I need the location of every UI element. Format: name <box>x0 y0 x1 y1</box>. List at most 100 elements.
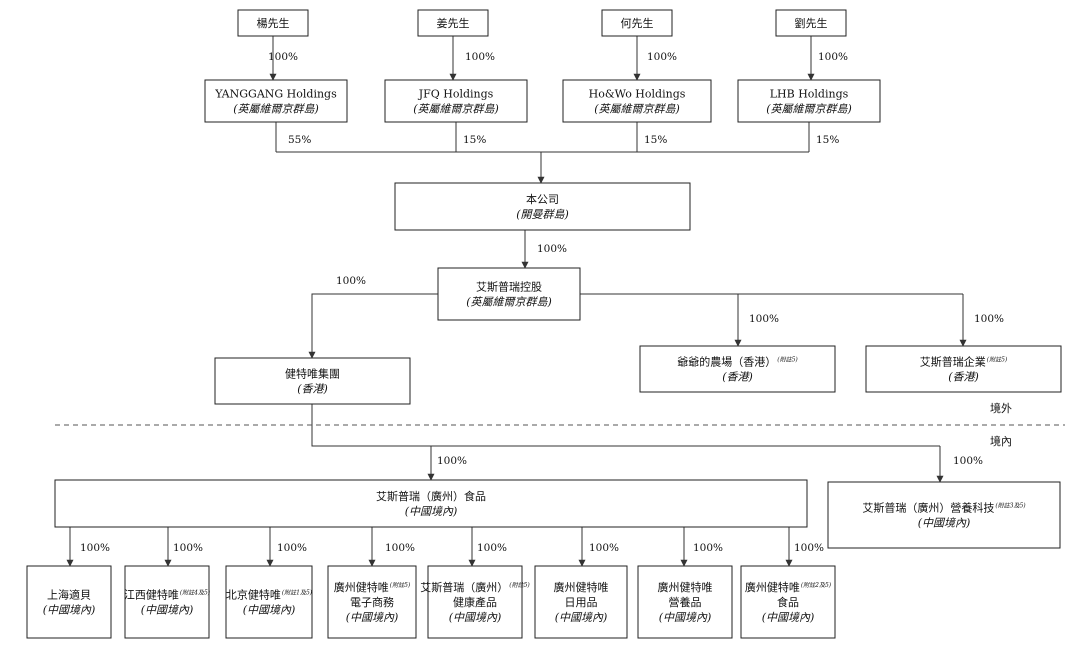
footnote-ref: (附註1及5) <box>282 589 313 597</box>
entity-jurisdiction: (中國境內) <box>346 611 399 624</box>
entity-name-line: LHB Holdings <box>770 88 849 101</box>
entity-jiangxi-jtw: 江西健特唯(附註4及5) (中國境內) <box>124 565 211 639</box>
entity-aspr-gz-nutrition-tech: 艾斯普瑞（廣州）營養科技(附註3及5) (中國境內) <box>827 481 1061 549</box>
entity-box <box>237 9 309 37</box>
ownership-percentage: 100% <box>818 51 848 63</box>
ownership-percentage: 100% <box>437 455 467 467</box>
entity-box <box>124 565 210 639</box>
entity-yeye-farm-hk: 爺爺的農場（香港）(附註5)(香港) <box>639 345 836 393</box>
ownership-percentage: 100% <box>693 542 723 554</box>
entity-jurisdiction: (香港) <box>948 371 979 384</box>
entity-aspr-gz-food: 艾斯普瑞（廣州）食品(中國境內) <box>54 479 808 528</box>
entity-shanghai-shibei: 上海適貝(中國境內) <box>26 565 112 639</box>
footnote-ref: (附註2及5) <box>801 581 832 589</box>
entity-jurisdiction: (英屬維爾京群島) <box>413 103 499 116</box>
entity-name-line: 江西健特唯 <box>124 588 179 602</box>
entity-name-line: 日用品 <box>565 596 598 609</box>
entity-name-line: 健康產品 <box>453 595 497 609</box>
entity-jurisdiction: (中國境內) <box>918 517 971 530</box>
ownership-percentage: 100% <box>953 455 983 467</box>
entity-name-line: 艾斯普瑞（廣州）營養科技 <box>862 501 994 515</box>
entity-name-line: 廣州健特唯 <box>658 580 713 594</box>
entity-box <box>54 479 808 528</box>
entity-box <box>639 345 836 393</box>
entity-shareholder-yang: 楊先生 <box>237 9 309 37</box>
entity-jurisdiction: (中國境內) <box>762 611 815 624</box>
entity-name-line: 艾斯普瑞（廣州）食品 <box>376 489 486 503</box>
entity-name-line: 何先生 <box>621 16 654 30</box>
entity-box <box>637 565 733 639</box>
entity-shareholder-he: 何先生 <box>601 9 673 37</box>
entity-box <box>327 565 417 639</box>
entity-jurisdiction: (開曼群島) <box>516 208 569 221</box>
entity-aspr-holding-bvi: 艾斯普瑞控股(英屬維爾京群島) <box>437 267 581 321</box>
footnote-ref: (附註5) <box>987 356 1008 364</box>
entity-jtw-group-hk: 健特唯集團(香港) <box>214 357 411 405</box>
entity-name-line: 艾斯普瑞（廣州） <box>420 580 508 594</box>
entity-box <box>865 345 1062 393</box>
entity-jurisdiction: (中國境內) <box>555 611 608 624</box>
entity-name-line: 艾斯普瑞控股 <box>476 280 542 294</box>
footnote-ref: (附註4及5) <box>180 589 211 597</box>
entity-name-line: 廣州健特唯 <box>554 580 609 594</box>
entity-box <box>437 267 581 321</box>
connector-lines <box>66 36 967 567</box>
footnote-ref: (附註5) <box>509 581 530 589</box>
entity-jurisdiction: (中國境內) <box>659 611 712 624</box>
footnote-ref: (附註5) <box>390 581 411 589</box>
entity-box <box>740 565 836 639</box>
entity-shareholder-jiang: 姜先生 <box>417 9 489 37</box>
entity-name-line: 健特唯集團 <box>285 367 340 381</box>
footnote-ref: (附註3及5) <box>995 502 1026 510</box>
entity-box <box>775 9 847 37</box>
entity-jurisdiction: (英屬維爾京群島) <box>766 103 852 116</box>
ownership-percentage: 100% <box>537 243 567 255</box>
ownership-percentage: 100% <box>465 51 495 63</box>
percentage-labels: 100%100%100%100%55%15%15%15%100%100%100%… <box>80 51 1004 554</box>
entity-jurisdiction: (中國境內) <box>43 604 96 617</box>
entity-box <box>534 565 628 639</box>
ownership-percentage: 100% <box>336 275 366 287</box>
entity-name-line: 楊先生 <box>257 16 290 30</box>
entity-name-line: 姜先生 <box>437 16 470 30</box>
ownership-percentage: 100% <box>277 542 307 554</box>
entity-name-line: YANGGANG Holdings <box>214 88 337 101</box>
entity-jurisdiction: (中國境內) <box>243 604 296 617</box>
entity-box <box>384 79 528 123</box>
entity-jurisdiction: (中國境內) <box>449 611 502 624</box>
entity-name-line: 營養品 <box>669 595 702 609</box>
ownership-percentage: 15% <box>644 134 667 146</box>
region-label-onshore: 境內 <box>990 434 1012 448</box>
entity-jurisdiction: (英屬維爾京群島) <box>233 103 319 116</box>
ownership-arrow <box>308 293 438 359</box>
ownership-percentage: 100% <box>974 313 1004 325</box>
entity-yanggang-holdings: YANGGANG Holdings (英屬維爾京群島) <box>204 79 348 123</box>
entity-name-line: 廣州健特唯 <box>334 580 389 594</box>
entity-gz-jtw-food: 廣州健特唯(附註2及5)食品(中國境內) <box>740 565 836 639</box>
entity-jurisdiction: (英屬維爾京群島) <box>594 103 680 116</box>
entity-name-line: 本公司 <box>526 192 559 206</box>
entity-beijing-jtw: 北京健特唯(附註1及5)(中國境內) <box>225 565 313 639</box>
entity-name-line: 電子商務 <box>350 595 394 609</box>
entity-howo-holdings: Ho&Wo Holdings(英屬維爾京群島) <box>562 79 712 123</box>
entity-box <box>26 565 112 639</box>
entity-name-line: 劉先生 <box>795 16 828 30</box>
ownership-percentage: 55% <box>288 134 311 146</box>
footnote-ref: (附註5) <box>777 356 798 364</box>
entity-aspr-gz-health-products: 艾斯普瑞（廣州）(附註5) 健康產品 (中國境內) <box>420 565 530 639</box>
entity-shareholder-liu: 劉先生 <box>775 9 847 37</box>
entity-gz-jtw-ecommerce: 廣州健特唯(附註5) 電子商務 (中國境內) <box>327 565 417 639</box>
entity-box <box>827 481 1061 549</box>
entity-aspr-enterprise-hk: 艾斯普瑞企業(附註5)(香港) <box>865 345 1062 393</box>
entity-box <box>394 182 691 231</box>
entity-jurisdiction: (中國境內) <box>141 604 194 617</box>
ownership-percentage: 100% <box>385 542 415 554</box>
entity-name-line: 爺爺的農場（香港） <box>677 355 776 369</box>
entity-box <box>417 9 489 37</box>
entity-box <box>737 79 881 123</box>
entity-boxes: 楊先生姜先生何先生劉先生YANGGANG Holdings(英屬維爾京群島)JF… <box>26 9 1062 639</box>
entity-box <box>204 79 348 123</box>
